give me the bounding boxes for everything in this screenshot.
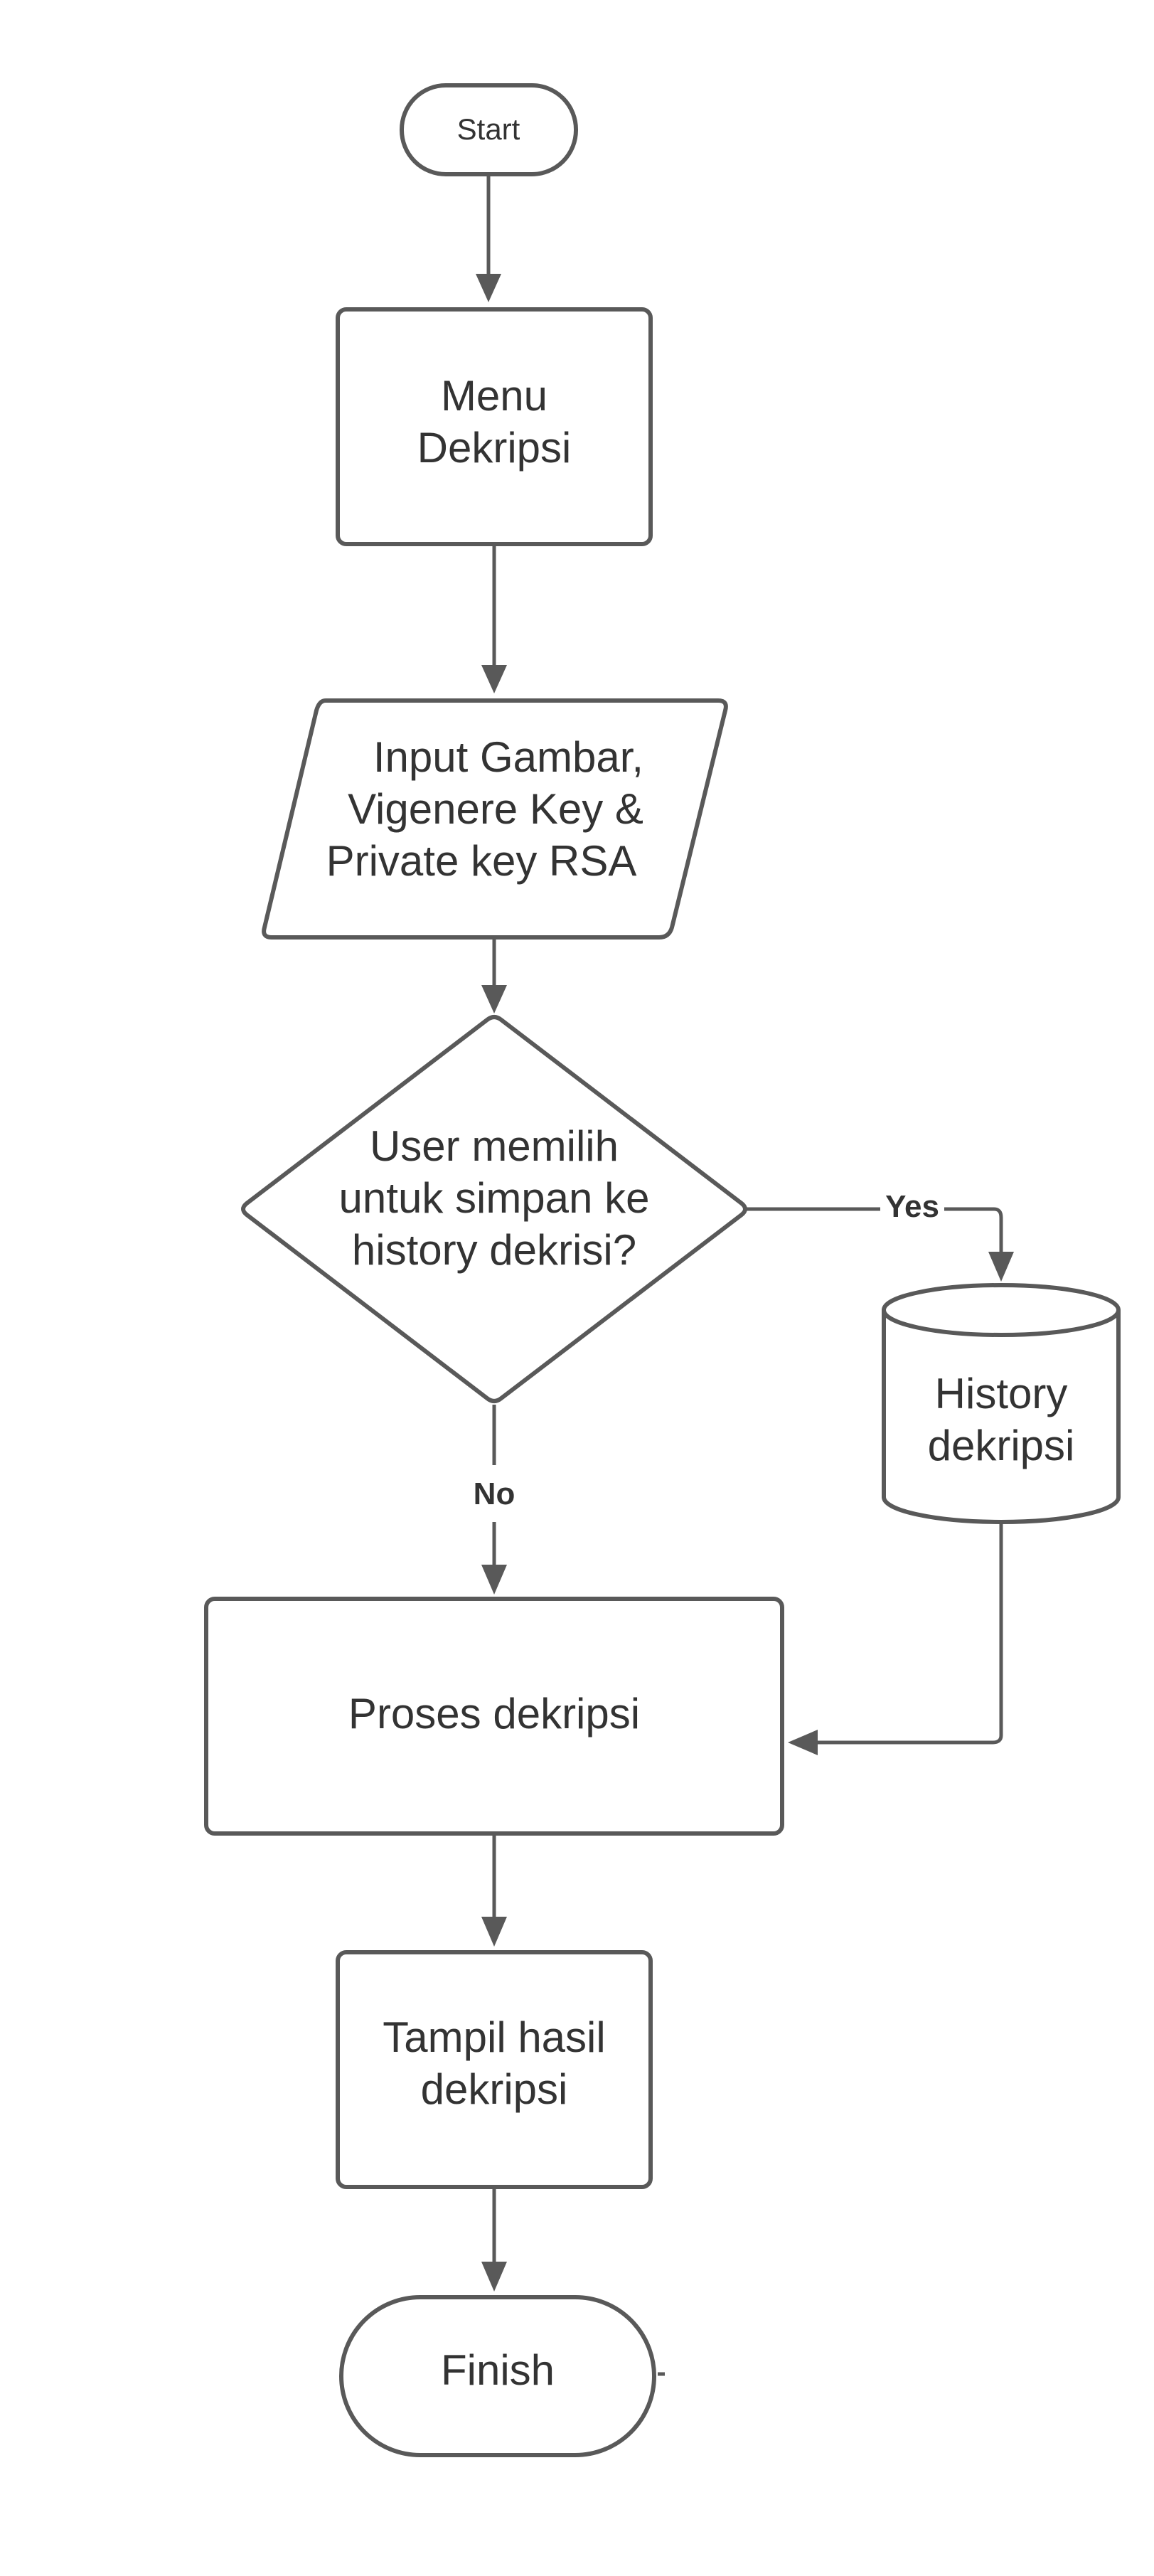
yes-edge-label: Yes: [885, 1189, 939, 1224]
input-label-line-2: Vigenere Key &: [348, 785, 643, 833]
connector-decision-yes-to-history: [747, 1207, 1014, 1282]
output-label-line-1: Tampil hasil: [383, 2013, 605, 2061]
menu-label-line-2: Dekripsi: [417, 424, 572, 472]
save-history-decision: User memilih untuk simpan ke history dek…: [241, 1015, 747, 1403]
tampil-hasil-output: Tampil hasil dekripsi: [336, 1950, 653, 2189]
connector-menu-to-input: [481, 544, 507, 693]
input-data-parallelogram: Input Gambar, Vigenere Key & Private key…: [262, 698, 728, 940]
menu-label-line-1: Menu: [441, 372, 547, 420]
start-label: Start: [457, 112, 520, 146]
connector-start-to-menu: [476, 174, 501, 302]
input-label-line-1: Input Gambar,: [373, 733, 643, 781]
connector-history-to-process: [788, 1522, 1003, 1755]
connector-process-to-output: [481, 1833, 507, 1947]
history-dekripsi-database: History dekripsi: [882, 1283, 1121, 1524]
finish-label: Finish: [441, 2346, 555, 2394]
decision-label-line-2: untuk simpan ke: [339, 1174, 650, 1222]
no-edge-label-group: No: [474, 1476, 515, 1511]
decision-label-line-1: User memilih: [370, 1122, 619, 1170]
history-label-line-1: History: [935, 1370, 1068, 1417]
start-terminal: Start: [400, 83, 578, 176]
input-label-line-3: Private key RSA: [326, 837, 637, 885]
output-label-line-2: dekripsi: [421, 2065, 568, 2113]
process-label: Proses dekripsi: [348, 1690, 640, 1737]
connector-input-to-decision: [481, 937, 507, 1013]
finish-terminal: Finish: [339, 2295, 665, 2457]
connector-decision-no-to-process: [481, 1405, 507, 1595]
connector-output-to-finish: [481, 2187, 507, 2292]
yes-edge-label-group: Yes: [880, 1189, 944, 1225]
history-label-line-2: dekripsi: [928, 1422, 1075, 1469]
menu-dekripsi-process: Menu Dekripsi: [336, 307, 653, 546]
no-edge-label: No: [474, 1476, 515, 1511]
decision-label-line-3: history dekrisi?: [352, 1226, 636, 1274]
proses-dekripsi-process: Proses dekripsi: [204, 1597, 784, 1836]
